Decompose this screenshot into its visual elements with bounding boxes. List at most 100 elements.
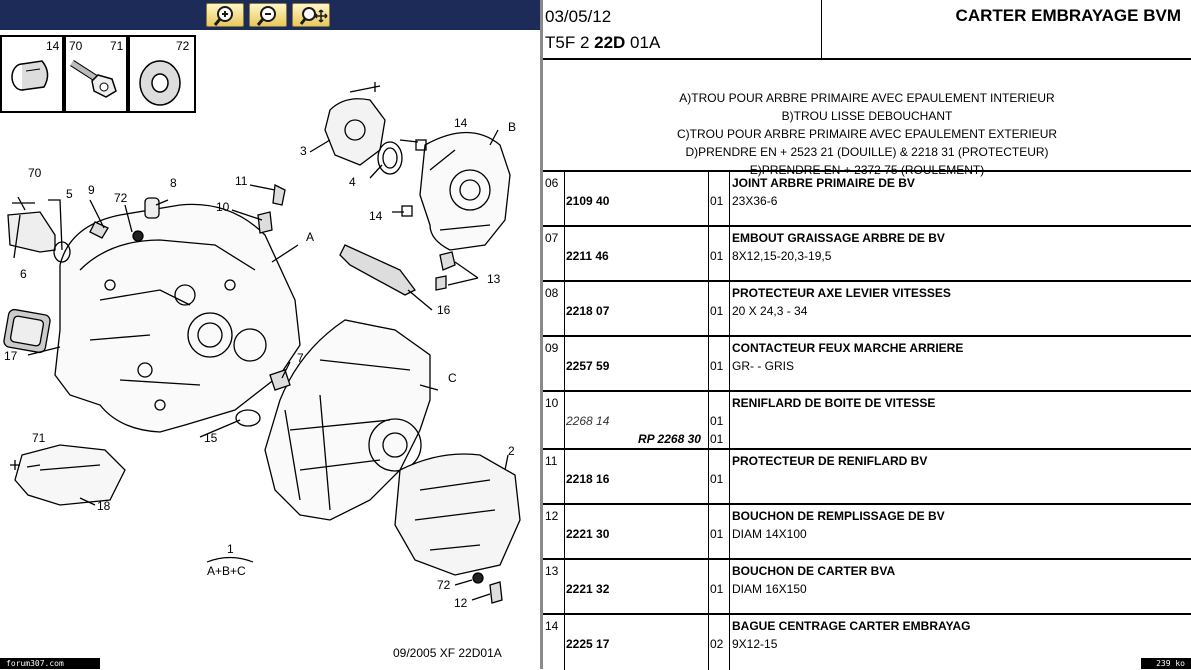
note-line: D)PRENDRE EN + 2523 21 (DOUILLE) & 2218 … — [685, 145, 1049, 159]
callout-15: 15 — [204, 431, 218, 445]
column-divider — [564, 560, 565, 615]
zoom-in-button[interactable] — [206, 3, 244, 27]
column-divider — [708, 172, 709, 227]
column-divider — [729, 392, 730, 450]
file-size-badge: 239 ko — [1141, 658, 1191, 669]
part-name: JOINT ARBRE PRIMAIRE DE BV — [732, 176, 915, 190]
inset-label: 70 — [69, 39, 83, 53]
quantity: 01 — [710, 194, 724, 208]
column-divider — [729, 227, 730, 282]
callout-5: 5 — [66, 187, 73, 201]
column-divider — [564, 282, 565, 337]
column-divider — [708, 505, 709, 560]
column-divider — [564, 615, 565, 670]
inset-label: 71 — [110, 39, 124, 53]
formula-label: A+B+C — [207, 564, 246, 578]
quantity: 01 — [710, 304, 724, 318]
ref-suffix: 01A — [625, 33, 661, 52]
part-description: 20 X 24,3 - 34 — [732, 304, 808, 318]
part-description: DIAM 14X100 — [732, 527, 807, 541]
inset-label: 72 — [176, 39, 190, 53]
part-name: BAGUE CENTRAGE CARTER EMBRAYAG — [732, 619, 971, 633]
page-header: 03/05/12 T5F 2 22D 01A CARTER EMBRAYAGE … — [543, 0, 1191, 60]
callout-B: B — [508, 120, 516, 134]
part-number: 2221 32 — [566, 582, 610, 596]
pane-divider[interactable] — [540, 0, 543, 669]
part-number: 2268 14 — [566, 414, 610, 428]
callout-12: 12 — [454, 596, 468, 610]
exploded-gearbox-diagram: 70 5 9 72 8 11 10 6 3 4 14 14 B A 13 16 … — [3, 82, 521, 610]
column-divider — [708, 227, 709, 282]
callout-3: 3 — [300, 144, 307, 158]
zoom-out-button[interactable] — [249, 3, 287, 27]
part-description: 8X12,15-20,3-19,5 — [732, 249, 832, 263]
zoom-fit-icon — [299, 7, 328, 25]
zoom-toolbar — [0, 0, 540, 30]
ref-prefix: T5F 2 — [545, 33, 595, 52]
bolt-icon — [70, 60, 117, 98]
callout-7: 7 — [297, 351, 304, 365]
quantity: 01 — [710, 359, 724, 373]
callout-71: 71 — [32, 431, 46, 445]
notes-block: A)TROU POUR ARBRE PRIMAIRE AVEC EPAULEME… — [543, 89, 1191, 179]
part-number: 2221 30 — [566, 527, 610, 541]
washer-icon — [139, 60, 181, 106]
position-number: 11 — [545, 454, 558, 468]
site-credit: forum307.com — [0, 658, 100, 669]
note-line: A)TROU POUR ARBRE PRIMAIRE AVEC EPAULEME… — [679, 91, 1055, 105]
callout-C: C — [448, 371, 457, 385]
page-title: CARTER EMBRAYAGE BVM — [955, 6, 1181, 25]
column-divider — [564, 172, 565, 227]
callout-14: 14 — [454, 116, 468, 130]
diagram-pane: 14 70 71 72 — [0, 0, 540, 669]
column-divider — [729, 282, 730, 337]
quantity: 01 — [710, 249, 724, 263]
position-number: 13 — [545, 564, 559, 578]
header-divider — [821, 0, 822, 58]
part-number: 2257 59 — [566, 359, 610, 373]
column-divider — [729, 450, 730, 505]
zoom-fit-button[interactable] — [292, 3, 330, 27]
column-divider — [729, 560, 730, 615]
zoom-out-icon — [256, 6, 276, 26]
column-divider — [564, 505, 565, 560]
position-number: 07 — [545, 231, 559, 245]
position-number: 14 — [545, 619, 559, 633]
callout-14: 14 — [369, 209, 383, 223]
column-divider — [708, 392, 709, 450]
part-description: DIAM 16X150 — [732, 582, 807, 596]
callout-9: 9 — [88, 183, 95, 197]
part-description: GR- - GRIS — [732, 359, 794, 373]
column-divider — [708, 450, 709, 505]
note-line: B)TROU LISSE DEBOUCHANT — [781, 109, 953, 123]
part-description: 9X12-15 — [732, 637, 778, 651]
callout-2: 2 — [508, 444, 515, 458]
column-divider — [708, 615, 709, 670]
part-number: 2109 40 — [566, 194, 610, 208]
column-divider — [729, 172, 730, 227]
part-number: 2218 07 — [566, 304, 610, 318]
part-name: BOUCHON DE REMPLISSAGE DE BV — [732, 509, 945, 523]
header-date: 03/05/12 — [545, 7, 612, 26]
zoom-in-icon — [213, 6, 233, 26]
callout-A: A — [306, 230, 314, 244]
part-number: 2211 46 — [566, 249, 609, 263]
quantity: 01 — [710, 472, 724, 486]
inset-sleeve: 14 — [0, 35, 64, 113]
quantity: 01 — [710, 527, 724, 541]
sleeve-icon — [11, 60, 49, 91]
column-divider — [708, 282, 709, 337]
detail-insets: 14 70 71 72 — [0, 35, 196, 113]
inset-washer: 72 — [128, 35, 196, 113]
ref-bold: 22D — [594, 33, 626, 52]
